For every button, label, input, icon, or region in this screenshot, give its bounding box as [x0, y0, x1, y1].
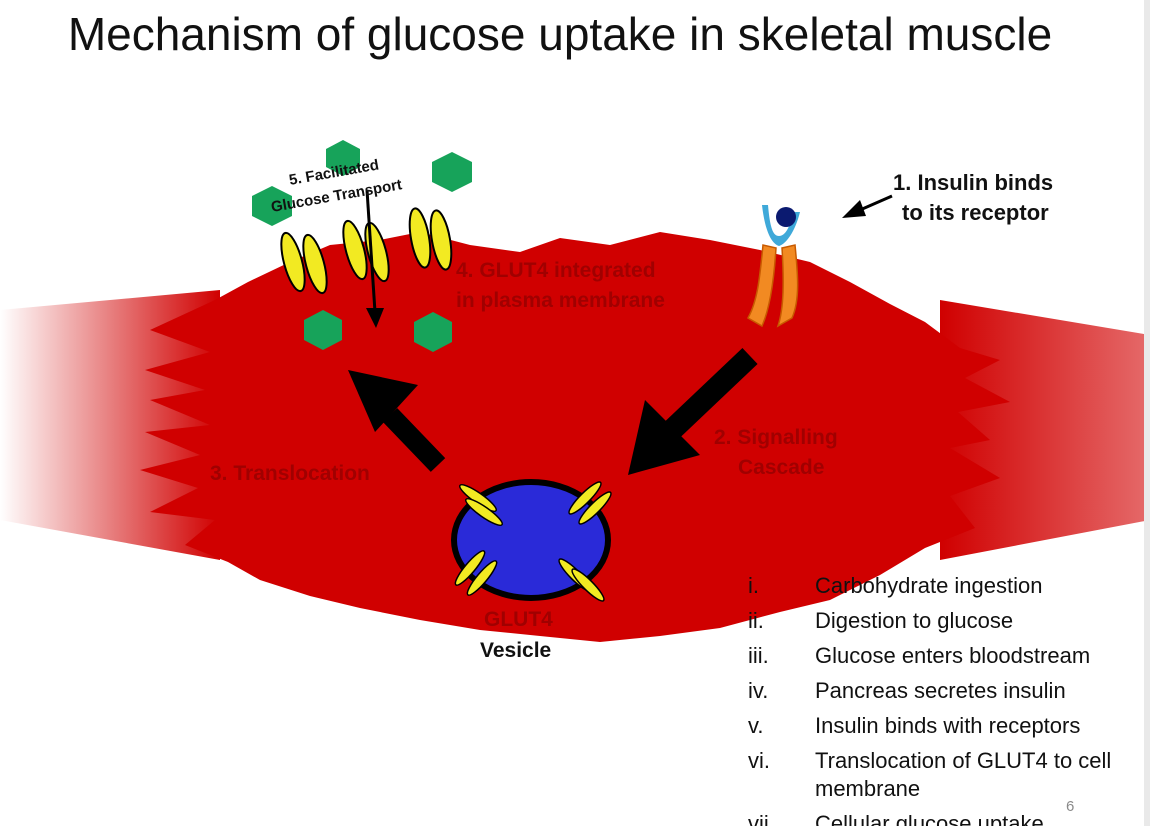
list-item-text: Glucose enters bloodstream — [815, 643, 1091, 668]
insulin-pointer-arrow — [842, 194, 893, 218]
label-step4-line1: 4. GLUT4 integrated — [456, 259, 656, 282]
label-step1-line2: to its receptor — [902, 200, 1049, 225]
glucose-molecule — [432, 152, 472, 192]
list-item-number: vii. — [748, 811, 775, 826]
muscle-fiber-left-end — [0, 290, 220, 560]
insulin-receptor — [746, 205, 800, 328]
list-item: v. Insulin binds with receptors — [748, 712, 1148, 740]
label-step2-line2: Cascade — [738, 456, 824, 479]
glut4-transporters — [280, 207, 453, 295]
insulin-molecule — [776, 207, 796, 227]
list-item: iii. Glucose enters bloodstream — [748, 642, 1148, 670]
label-step3: 3. Translocation — [210, 462, 370, 485]
list-item: vi. Translocation of GLUT4 to cell membr… — [748, 747, 1148, 803]
scrollbar-track[interactable] — [1144, 0, 1150, 826]
label-step4-line2: in plasma membrane — [456, 289, 665, 312]
glucose-entry-arrow — [365, 189, 384, 328]
list-item: vii. Cellular glucose uptake — [748, 810, 1148, 826]
list-item-text: Carbohydrate ingestion — [815, 573, 1043, 598]
process-steps-list: i. Carbohydrate ingestion ii. Digestion … — [748, 572, 1148, 826]
glut4-vesicle — [451, 479, 612, 602]
list-item-number: v. — [748, 713, 764, 738]
list-item-number: vi. — [748, 748, 770, 773]
list-item-number: i. — [748, 573, 759, 598]
glucose-molecule — [304, 310, 342, 350]
glucose-molecule — [326, 140, 360, 176]
label-vesicle-line2: Vesicle — [480, 639, 551, 662]
glucose-molecule — [414, 312, 452, 352]
list-item-number: ii. — [748, 608, 764, 633]
list-item-text: Digestion to glucose — [815, 608, 1014, 633]
list-item: i. Carbohydrate ingestion — [748, 572, 1148, 600]
label-step2-line1: 2. Signalling — [714, 426, 838, 449]
slide-title: Mechanism of glucose uptake in skeletal … — [67, 8, 1053, 60]
list-item-text: Insulin binds with receptors — [815, 713, 1081, 738]
list-item-text: Cellular glucose uptake — [815, 811, 1044, 826]
list-item: iv. Pancreas secretes insulin — [748, 677, 1148, 705]
page-number: 6 — [1066, 798, 1075, 815]
muscle-cell — [140, 232, 1010, 642]
list-item-number: iii. — [748, 643, 769, 668]
list-item: ii. Digestion to glucose — [748, 607, 1148, 635]
signalling-arrow — [628, 348, 758, 475]
list-item-number: iv. — [748, 678, 769, 703]
list-item-text: Pancreas secretes insulin — [815, 678, 1066, 703]
translocation-arrow — [348, 370, 446, 472]
label-vesicle-line1: GLUT4 — [484, 608, 553, 631]
muscle-fiber-right-end — [940, 300, 1150, 560]
glucose-molecule — [252, 186, 292, 226]
label-step1-line1: 1. Insulin binds — [893, 170, 1053, 195]
list-item-text: Translocation of GLUT4 to cell membrane — [815, 748, 1112, 801]
